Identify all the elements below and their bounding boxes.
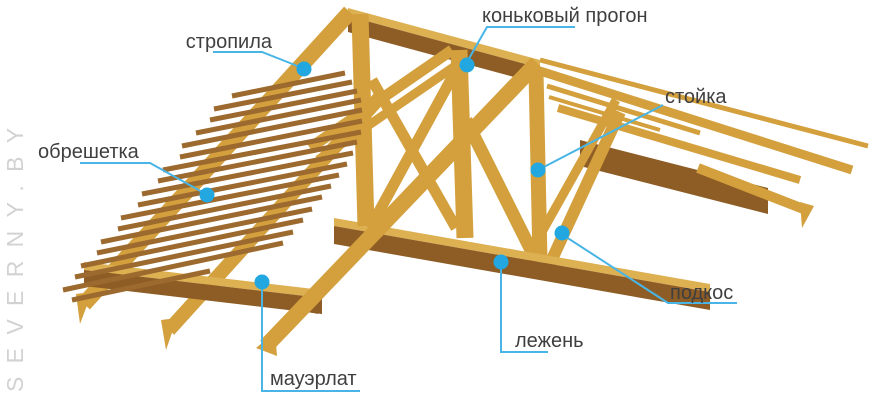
label-obreshetka: обрешетка <box>38 141 140 163</box>
batten <box>179 118 363 160</box>
ridge-purlin-top-face <box>348 8 540 68</box>
label-lezhen: лежень <box>515 330 584 352</box>
batten <box>71 268 211 303</box>
right-rafter <box>556 104 802 184</box>
marker-dot-obreshetka <box>199 187 215 203</box>
leader-line-obreshetka <box>80 162 205 194</box>
leader-line-mauerlat <box>261 284 360 392</box>
batten <box>74 229 294 280</box>
batten <box>231 70 346 99</box>
batten <box>117 183 332 232</box>
batten <box>137 161 348 208</box>
batten <box>181 107 363 149</box>
batten <box>195 97 362 136</box>
marker-dot-stropila <box>296 61 312 77</box>
batten <box>157 139 358 184</box>
leader-line-podkos <box>562 234 737 304</box>
right-rafter <box>538 66 854 175</box>
leader-line-konkovyj-progon <box>466 26 575 63</box>
batten <box>213 79 353 112</box>
bed-plate-top-face <box>334 218 710 292</box>
marker-dot-lezhen <box>493 254 509 270</box>
batten <box>96 206 313 256</box>
batten <box>80 217 304 269</box>
batten <box>141 150 354 197</box>
side-purlin-beam <box>580 140 768 214</box>
end-rafter <box>260 57 543 352</box>
cross-brace <box>365 71 459 231</box>
batten <box>120 172 340 221</box>
part-labels: стропила коньковый прогон стойка обрешет… <box>38 5 733 390</box>
batten <box>100 194 323 245</box>
brace-podkos <box>529 97 620 251</box>
marker-dot-konkovyj-progon <box>459 57 475 73</box>
label-mauerlat: мауэрлат <box>270 368 357 390</box>
right-slope-batten <box>546 83 701 136</box>
label-podkos: подкос <box>670 282 733 304</box>
leader-line-stropila <box>213 51 301 68</box>
lathing-battens <box>62 70 363 303</box>
bed-plate-lezhen <box>334 218 710 310</box>
batten <box>209 88 358 123</box>
bed-plate-side-face <box>334 226 710 310</box>
rafter-tail-tip <box>800 202 814 228</box>
batten <box>62 240 284 293</box>
batten <box>162 129 362 173</box>
right-roof-overhang <box>538 57 869 228</box>
leader-line-stojka <box>539 104 664 170</box>
label-stropila: стропила <box>186 31 273 53</box>
brace-podkos <box>542 109 626 271</box>
label-konkovyj-progon: коньковый прогон <box>482 5 648 27</box>
leader-lines <box>80 26 737 392</box>
marker-dot-stojka <box>530 162 546 178</box>
diagonal-brace <box>460 117 543 265</box>
leader-line-lezhen <box>500 264 548 353</box>
rafter-tail-tip <box>161 318 177 350</box>
marker-dots <box>199 57 570 290</box>
label-stojka: стойка <box>665 86 727 108</box>
right-rafter-tail <box>696 163 808 215</box>
right-rafter <box>539 57 869 149</box>
marker-dot-mauerlat <box>254 274 270 290</box>
marker-dot-podkos <box>554 225 570 241</box>
